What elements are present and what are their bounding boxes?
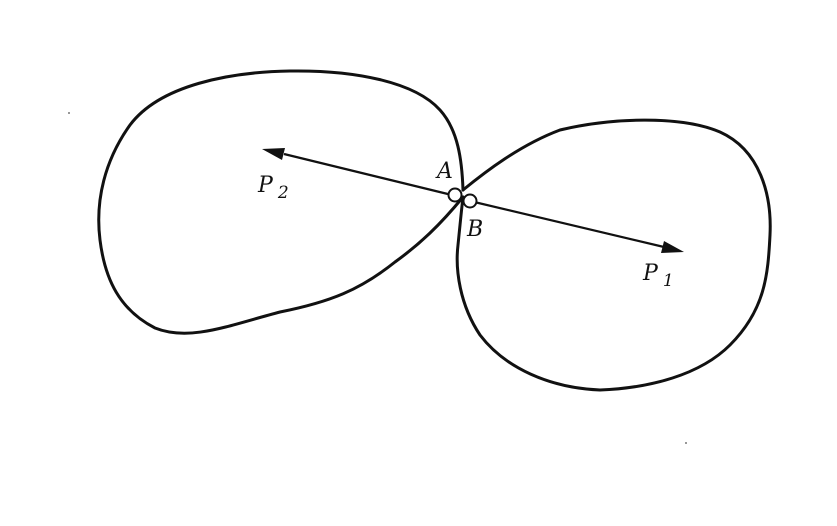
right-body-outline [455,118,772,392]
point-b-label: B [466,217,483,242]
force-p2-symbol: P [257,173,274,198]
force-p1-subscript: 1 [663,271,674,291]
contact-point-a [447,187,463,203]
speck [68,112,70,114]
left-body-outline [97,69,465,335]
force-p1-line [469,199,665,249]
force-p2-subscript: 2 [277,183,289,203]
force-p1-arrowhead [661,241,684,253]
point-a-label: A [435,159,453,184]
force-p1-label: P 1 [642,261,674,291]
force-p1-symbol: P [642,261,659,286]
force-p2-label: P 2 [257,173,289,203]
contact-point-b [462,193,478,209]
force-p2-arrowhead [262,148,285,160]
force-p2-line [283,152,457,198]
speck [685,442,687,444]
